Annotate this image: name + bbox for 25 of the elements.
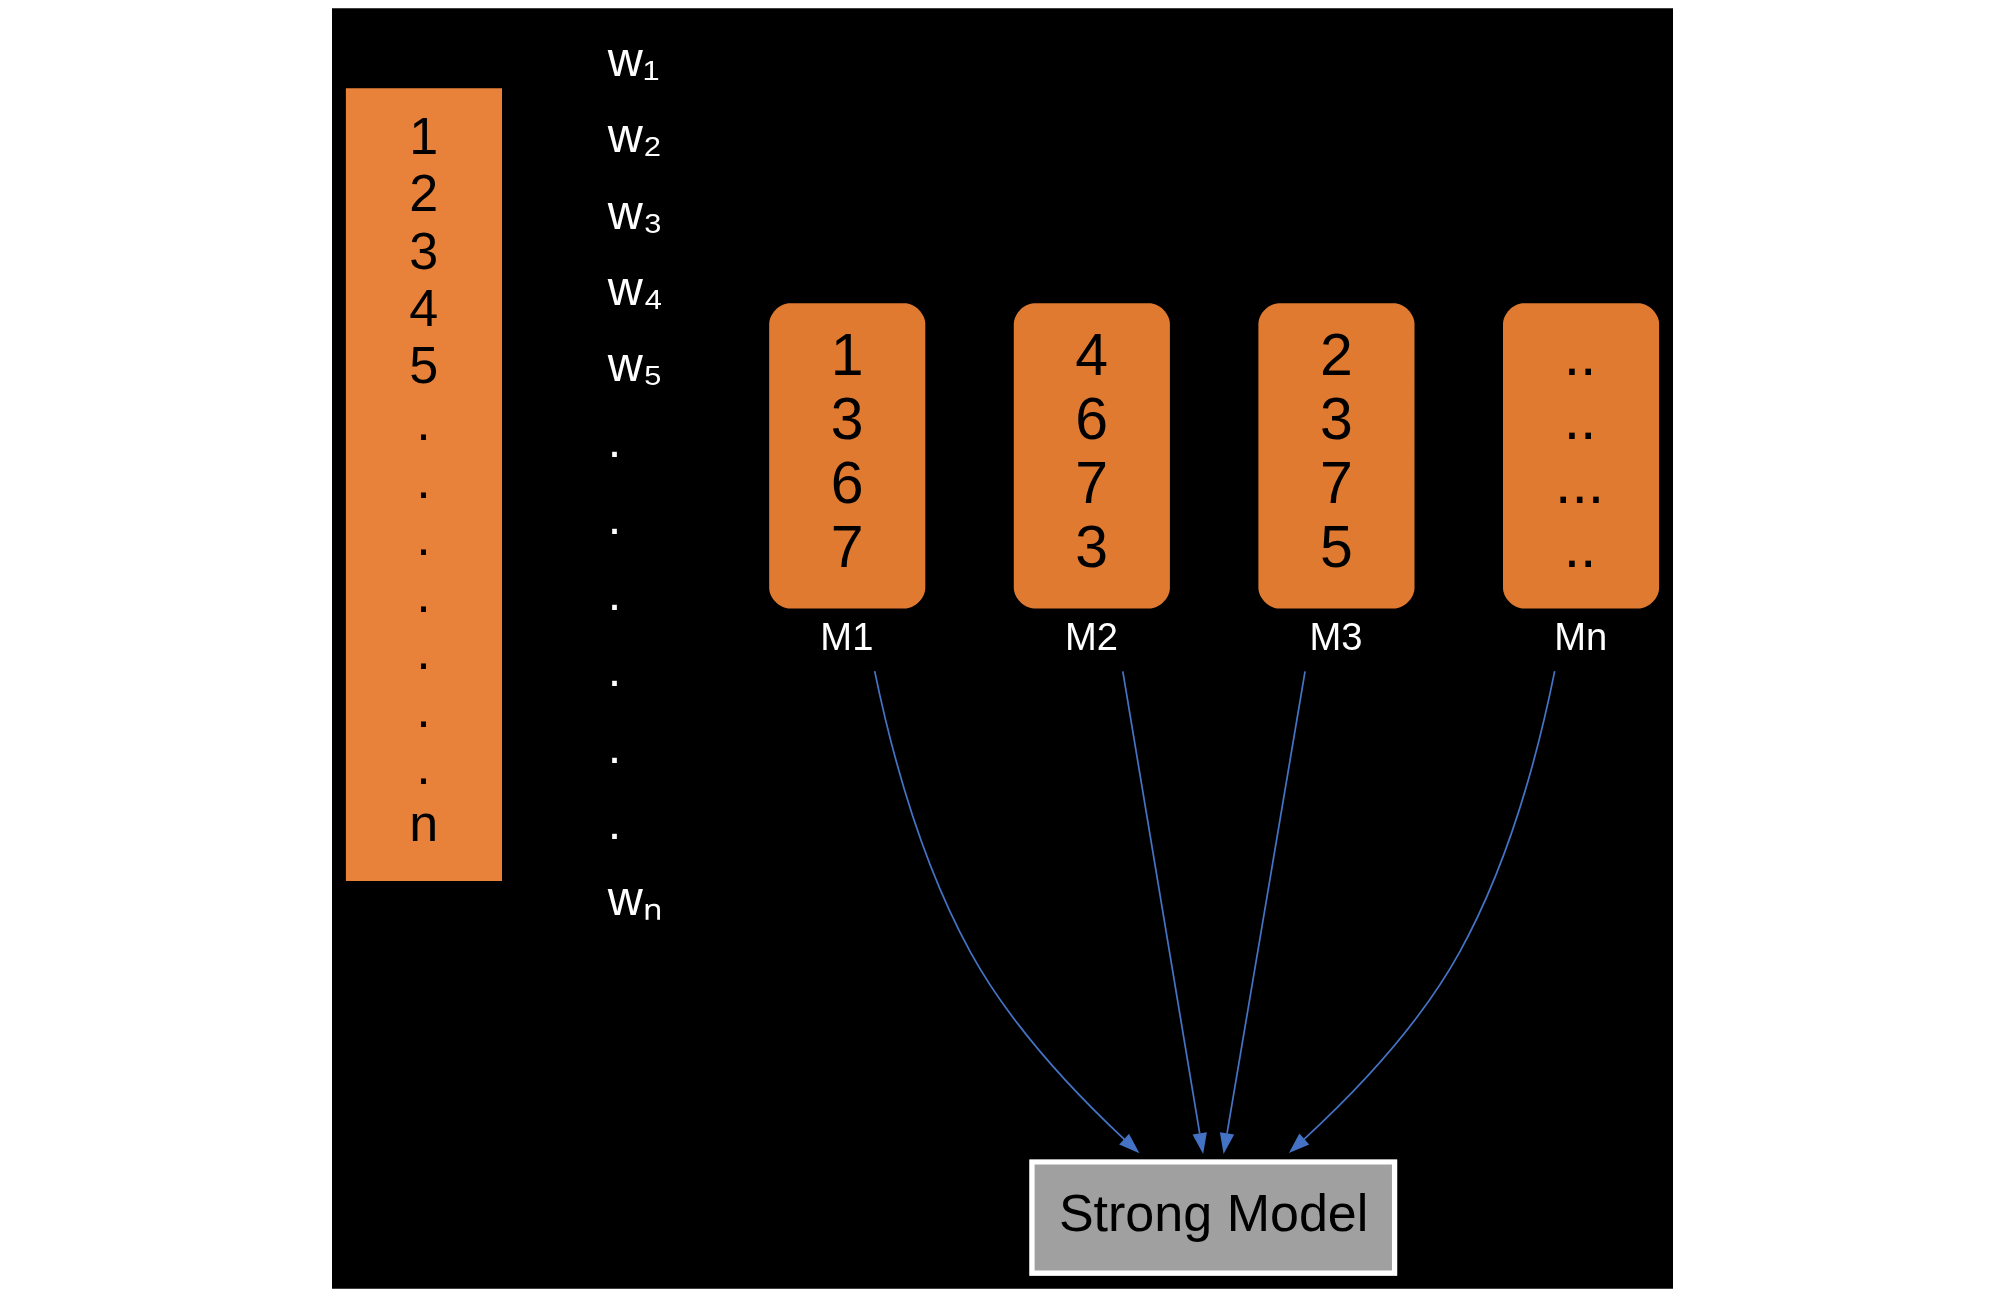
node-label: M3 xyxy=(1309,614,1363,658)
label: w₂ xyxy=(607,108,662,163)
arrow xyxy=(1219,670,1306,1154)
label: w₁ xyxy=(607,31,660,86)
label: wₙ xyxy=(607,871,663,926)
label: w₄ xyxy=(607,260,663,315)
label: . xyxy=(607,642,622,697)
node-box: 1 3 6 7 xyxy=(769,303,926,609)
label: . xyxy=(607,795,622,850)
node-label: M2 xyxy=(1064,614,1118,658)
node-box: 2 3 7 5 xyxy=(1258,303,1415,609)
label: w₃ xyxy=(607,184,663,239)
node-box: 1 2 3 4 5 . . . . . . . n xyxy=(345,88,502,881)
node-label: Mn xyxy=(1554,614,1608,658)
node-box: .. .. ... .. xyxy=(1503,303,1660,609)
label: . xyxy=(607,413,622,468)
arrow xyxy=(1288,670,1556,1153)
node-label: M1 xyxy=(820,614,874,658)
label: w₅ xyxy=(607,337,663,392)
arrow xyxy=(873,670,1140,1154)
arrow xyxy=(1121,670,1207,1154)
label: . xyxy=(607,718,622,773)
label: . xyxy=(607,566,622,621)
node-box: 4 6 7 3 xyxy=(1013,303,1170,609)
label: . xyxy=(607,489,622,544)
